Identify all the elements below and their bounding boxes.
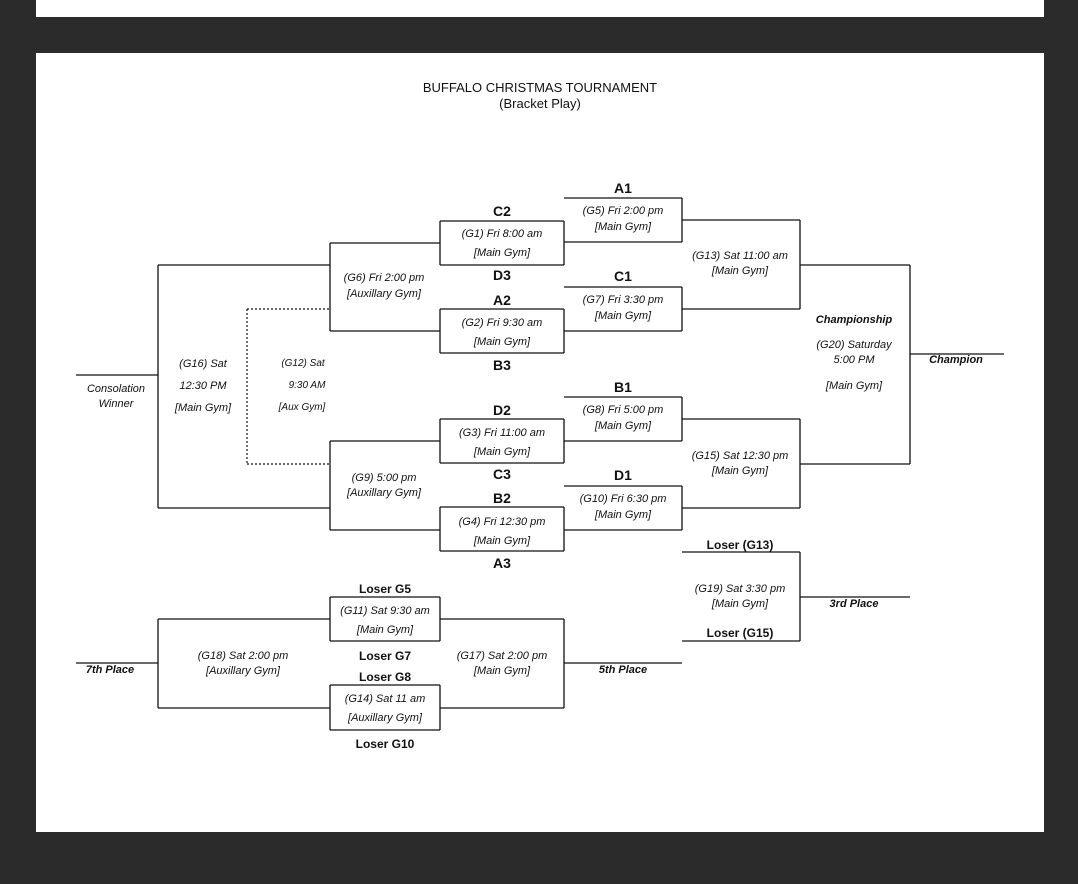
game-g20-time: 5:00 PM	[833, 354, 875, 366]
bracket-page: BUFFALO CHRISTMAS TOURNAMENT (Bracket Pl…	[36, 53, 1044, 832]
game-g6-location: [Auxillary Gym]	[347, 288, 421, 300]
game-g7-time: (G7) Fri 3:30 pm	[582, 294, 664, 306]
game-g5-location: [Main Gym]	[594, 221, 652, 233]
loser-g7-label: Loser G7	[358, 649, 412, 663]
team-a3: A3	[493, 555, 511, 571]
game-g16-day: (G16) Sat	[179, 358, 227, 370]
game-g13-location: [Main Gym]	[711, 265, 769, 277]
game-g11-location: [Main Gym]	[356, 624, 414, 636]
game-g19-location: [Main Gym]	[711, 598, 769, 610]
game-g19-time: (G19) Sat 3:30 pm	[694, 583, 786, 595]
fifth-place-label: 5th Place	[598, 664, 648, 676]
consolation-label: Consolation	[86, 383, 146, 395]
loser-g5-label: Loser G5	[358, 582, 412, 596]
loser-g10-label: Loser G10	[355, 737, 415, 751]
game-g2-location: [Main Gym]	[473, 336, 531, 348]
game-g10-time: (G10) Fri 6:30 pm	[579, 493, 667, 505]
team-b1: B1	[614, 379, 632, 395]
game-g16-location: [Main Gym]	[174, 402, 232, 414]
team-c3: C3	[493, 466, 511, 482]
team-b3: B3	[493, 357, 511, 373]
loser-g8-label: Loser G8	[358, 670, 412, 684]
page-subtitle: (Bracket Play)	[499, 96, 581, 111]
page-title: BUFFALO CHRISTMAS TOURNAMENT	[422, 80, 658, 95]
team-c2: C2	[493, 203, 511, 219]
seventh-place-label: 7th Place	[85, 664, 135, 676]
game-g12-time: 9:30 AM	[288, 380, 326, 391]
team-b2: B2	[493, 490, 511, 506]
game-g12-location: [Aux Gym]	[278, 402, 326, 413]
game-g3-location: [Main Gym]	[473, 446, 531, 458]
game-g14-location: [Auxillary Gym]	[348, 712, 422, 724]
game-g4-time: (G4) Fri 12:30 pm	[458, 516, 546, 528]
game-g16-time: 12:30 PM	[179, 380, 227, 392]
team-a1: A1	[614, 180, 632, 196]
team-a2: A2	[493, 292, 511, 308]
game-g20-day: (G20) Saturday	[816, 339, 892, 351]
game-g14-time: (G14) Sat 11 am	[344, 693, 426, 705]
game-g7-location: [Main Gym]	[594, 310, 652, 322]
team-c1: C1	[614, 268, 632, 284]
game-g10-location: [Main Gym]	[594, 509, 652, 521]
game-g6-time: (G6) Fri 2:00 pm	[343, 272, 425, 284]
team-d3: D3	[493, 267, 511, 283]
game-g11-time: (G11) Sat 9:30 am	[340, 605, 430, 617]
game-g18-location: [Auxillary Gym]	[206, 665, 280, 677]
game-g1-location: [Main Gym]	[473, 247, 531, 259]
loser-g13-label: Loser (G13)	[706, 538, 774, 552]
game-g15-time: (G15) Sat 12:30 pm	[691, 450, 789, 462]
game-g5-time: (G5) Fri 2:00 pm	[582, 205, 664, 217]
champion-label: Champion	[929, 354, 983, 366]
loser-g15-label: Loser (G15)	[706, 626, 774, 640]
team-d1: D1	[614, 467, 632, 483]
game-g20-location: [Main Gym]	[825, 380, 883, 392]
third-place-label: 3rd Place	[829, 598, 879, 610]
game-g18-time: (G18) Sat 2:00 pm	[197, 650, 289, 662]
game-g8-location: [Main Gym]	[594, 420, 652, 432]
game-g9-location: [Auxillary Gym]	[347, 487, 421, 499]
game-g13-time: (G13) Sat 11:00 am	[692, 250, 788, 262]
championship-label: Championship	[815, 314, 893, 326]
team-d2: D2	[493, 402, 511, 418]
game-g2-time: (G2) Fri 9:30 am	[461, 317, 543, 329]
game-g12-day: (G12) Sat	[281, 358, 325, 369]
consolation-winner-label: Winner	[98, 398, 134, 410]
bracket-lines	[76, 197, 1004, 731]
game-g9-time: (G9) 5:00 pm	[351, 472, 417, 484]
game-g1-time: (G1) Fri 8:00 am	[461, 228, 543, 240]
game-g8-time: (G8) Fri 5:00 pm	[582, 404, 664, 416]
previous-page-edge	[36, 0, 1044, 17]
game-g3-time: (G3) Fri 11:00 am	[459, 427, 545, 439]
game-g17-location: [Main Gym]	[473, 665, 531, 677]
game-g17-time: (G17) Sat 2:00 pm	[456, 650, 548, 662]
game-g4-location: [Main Gym]	[473, 535, 531, 547]
game-g15-location: [Main Gym]	[711, 465, 769, 477]
